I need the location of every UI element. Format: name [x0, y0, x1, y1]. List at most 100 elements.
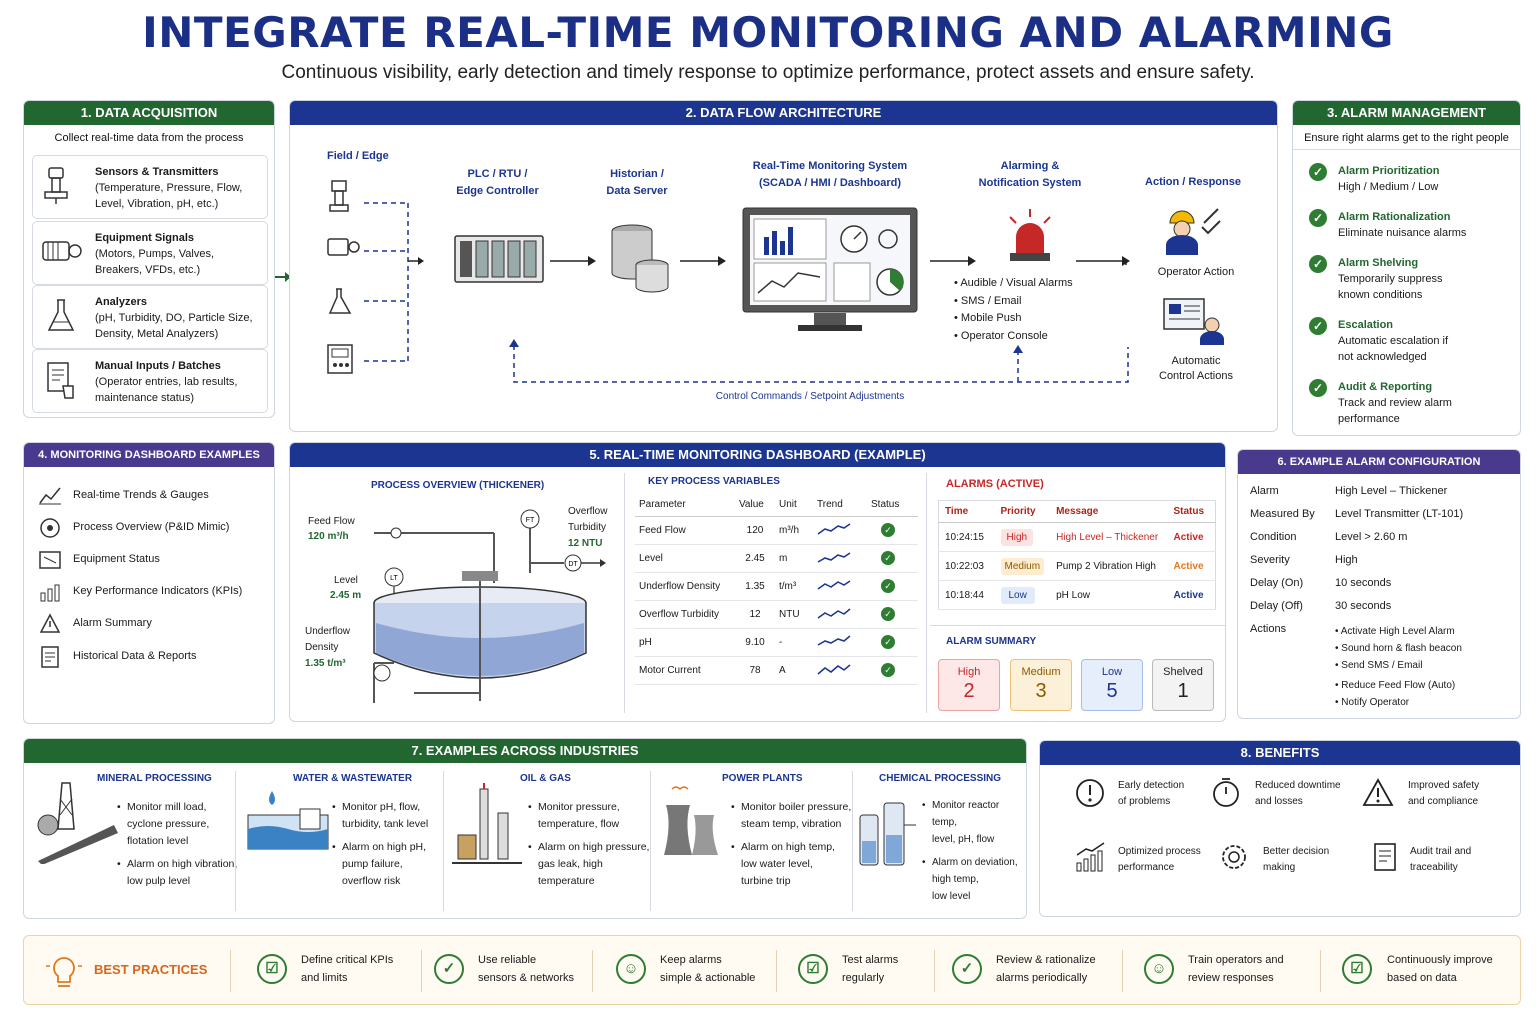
alarm-message: Pump 2 Vibration High: [1050, 551, 1168, 581]
alarm-output-text: SMS / Email: [960, 294, 1022, 307]
industry-points: Monitor mill load,cyclone pressure,flota…: [117, 799, 237, 890]
underflow-label-line: Underflow: [305, 626, 351, 637]
config-key: Severity: [1250, 554, 1290, 566]
benefit-line: Audit trail and: [1410, 846, 1472, 857]
kpv-value: 78: [735, 656, 775, 685]
flow-arrow-icon: [275, 272, 291, 282]
kpv-unit: A: [775, 656, 813, 685]
alarm-output-text: Mobile Push: [960, 312, 1022, 324]
kpi-icon: [40, 584, 60, 602]
summary-label: High: [957, 666, 981, 678]
config-value: 10 seconds: [1335, 577, 1392, 589]
panel-header: 4. MONITORING DASHBOARD EXAMPLES: [24, 443, 274, 467]
panel-data-acquisition: 1. DATA ACQUISITION Collect real-time da…: [23, 100, 275, 418]
kpv-unit: m: [775, 544, 813, 573]
industry-title: WATER & WASTEWATER: [293, 773, 413, 784]
check-icon: ✓: [1309, 209, 1327, 227]
item-desc: Level, Vibration, pH, etc.): [95, 198, 219, 210]
arrow-icon: [930, 256, 976, 266]
alarming-system-label-line: Alarming &: [1000, 160, 1060, 172]
dashboard-example-item: Equipment Status: [73, 553, 160, 565]
industry-point-line: overflow risk: [342, 875, 401, 887]
config-action-text: Sound horn & flash beacon: [1341, 643, 1462, 654]
alarm-col-header: Status: [1167, 500, 1216, 523]
industry-point-line: Alarm on deviation,: [932, 857, 1018, 868]
kpv-col-header: Value: [735, 494, 775, 517]
water-treatment-icon: [247, 791, 329, 850]
industry-point-line: Alarm on high pressure,: [538, 841, 650, 853]
item-desc: Breakers, VFDs, etc.): [95, 264, 201, 276]
priority-badge: High: [1000, 528, 1034, 546]
panel-header: 1. DATA ACQUISITION: [24, 101, 274, 125]
monitoring-system-label: Real-Time Monitoring System(SCADA / HMI …: [730, 158, 930, 192]
item-manual-inputs: Manual Inputs / Batches(Operator entries…: [32, 349, 268, 413]
panel-header: 6. EXAMPLE ALARM CONFIGURATION: [1238, 450, 1520, 474]
panel-subheader: Ensure right alarms get to the right peo…: [1304, 132, 1509, 144]
alarm-mgmt-title: Alarm Rationalization: [1338, 211, 1451, 223]
alarm-mgmt-title: Alarm Shelving: [1338, 257, 1419, 269]
overflow-label-line: Overflow: [568, 506, 608, 517]
flask-icon: [47, 299, 75, 331]
priority-badge: Medium: [1000, 557, 1045, 575]
kpv-col-header: Unit: [775, 494, 813, 517]
historian-label-line: Historian /: [610, 168, 664, 180]
monitoring-system-label-line: (SCADA / HMI / Dashboard): [759, 177, 901, 189]
plc-icon: [454, 235, 544, 283]
alarm-status: Active: [1167, 580, 1216, 610]
summary-label: Shelved: [1163, 666, 1203, 678]
status-ok-icon: ✓: [881, 607, 895, 621]
status-ok-icon: ✓: [881, 551, 895, 565]
summary-high[interactable]: High 2: [938, 659, 1000, 711]
panel-realtime-dashboard: 5. REAL-TIME MONITORING DASHBOARD (EXAMP…: [289, 442, 1226, 722]
automatic-control-label-line: Control Actions: [1159, 370, 1233, 382]
best-practice-line: simple & actionable: [660, 972, 756, 984]
alarm-message: High Level – Thickener: [1050, 522, 1168, 552]
panel-header: 8. BENEFITS: [1040, 741, 1520, 765]
best-practice-line: Keep alarms: [660, 954, 722, 966]
status-ok-icon: ✓: [881, 635, 895, 649]
summary-count: 2: [963, 680, 975, 702]
user-icon: ☺: [616, 954, 646, 984]
industry-point-line: flotation level: [127, 835, 189, 847]
trend-sparkline-icon: [817, 607, 851, 619]
process-overview-icon: [40, 518, 60, 538]
best-practices-title: BEST PRACTICES: [94, 962, 208, 977]
config-value: High: [1335, 554, 1358, 566]
underflow-label-line: Density: [305, 642, 339, 653]
alarm-outputs-list: • Audible / Visual Alarms • SMS / Email …: [954, 275, 1073, 345]
kpv-parameter: Level: [635, 544, 735, 573]
summary-label: Low: [1101, 666, 1123, 678]
benefit-line: Optimized process: [1118, 846, 1201, 857]
panel-subheader: Collect real-time data from the process: [54, 132, 244, 144]
item-sensors: Sensors & Transmitters(Temperature, Pres…: [32, 155, 268, 219]
status-ok-icon: ✓: [881, 523, 895, 537]
transmitter-icon: [44, 167, 68, 204]
industry-point-line: steam temp, vibration: [741, 818, 842, 830]
panel-alarm-management: 3. ALARM MANAGEMENT Ensure right alarms …: [1292, 100, 1521, 436]
kpv-parameter: pH: [635, 628, 735, 657]
item-desc: (Temperature, Pressure, Flow,: [95, 182, 243, 194]
mining-icon: [37, 782, 118, 864]
industry-title: CHEMICAL PROCESSING: [879, 773, 1002, 784]
industry-point-line: Alarm on high temp,: [741, 841, 835, 853]
item-desc: Density, Metal Analyzers): [95, 328, 219, 340]
